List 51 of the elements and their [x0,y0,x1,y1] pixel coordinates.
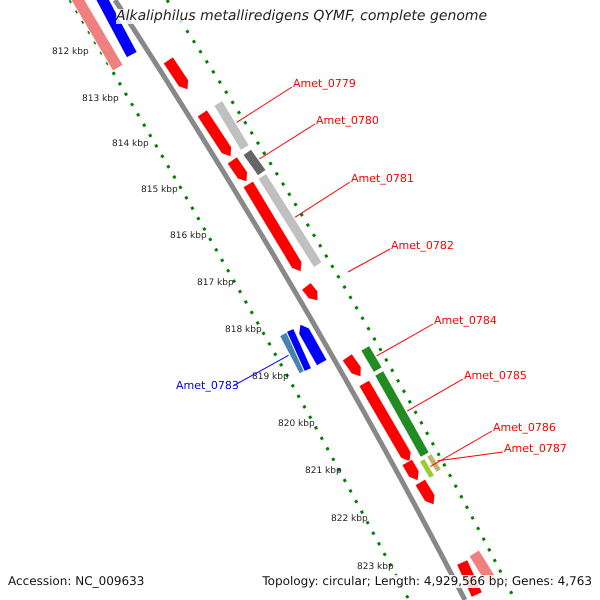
footer-text: Topology: circular; Length: 4,929,566 bp; Genes: 4,763 [262,575,592,588]
leader-line [376,324,434,356]
footer-text: Accession: NC_009633 [8,575,144,588]
gene-bar [426,452,442,474]
gene-label: Amet_0779 [293,78,356,90]
gene-label: Amet_0785 [464,370,527,382]
gene-bar [286,328,312,372]
scale-label: 818 kbp [225,326,262,336]
gene-arrow-bar [300,282,318,302]
scale-label: 820 kbp [278,420,315,430]
scale-label: 817 kbp [197,279,234,289]
gene-arrow-bar [341,352,362,378]
gene-arrow-bar [242,180,303,273]
scale-label: 819 kbp [252,373,289,383]
gene-arrow-bar [414,478,436,506]
gene-label: Amet_0783 [176,380,239,392]
gene-bar [257,172,323,268]
gene-label: Amet_0781 [351,173,414,186]
title: Alkaliphilus metalliredigens QYMF, complete genome [116,9,488,24]
scale-label: 821 kbp [305,467,342,477]
gene-label: Amet_0782 [391,240,454,252]
scale-label: 812 kbp [52,48,89,58]
leader-line [232,354,290,386]
leader-line [406,378,464,412]
gene-arrow-bar [226,156,248,183]
leader-line [348,248,390,272]
scale-label: 816 kbp [170,232,207,242]
leader-line [294,182,350,218]
gene-label: Amet_0784 [434,315,497,328]
scale-label: 814 kbp [112,140,149,150]
gene-bar [418,458,436,480]
leader-line [258,124,316,160]
gene-label: Amet_0780 [316,115,379,128]
scale-label: 822 kbp [331,515,368,525]
gene-bar [213,100,250,152]
scale-label: 813 kbp [82,95,119,105]
gene-arrow-bar [162,56,190,91]
gene-arrow-bar [401,458,420,482]
gene-arrow-bar [358,379,412,463]
gene-arrow-bar [196,109,232,158]
gene-label: Amet_0786 [493,422,556,434]
scale-label: 823 kbp [357,563,394,573]
gene-bar [374,370,430,458]
gene-label: Amet_0787 [504,443,567,456]
leader-line [430,430,492,467]
gene-bar [242,148,267,177]
scale-label: 815 kbp [141,186,178,196]
gene-bar [360,344,383,374]
leader-line [436,452,504,462]
gene-arrow-bar [298,323,328,367]
leader-line [236,86,292,123]
